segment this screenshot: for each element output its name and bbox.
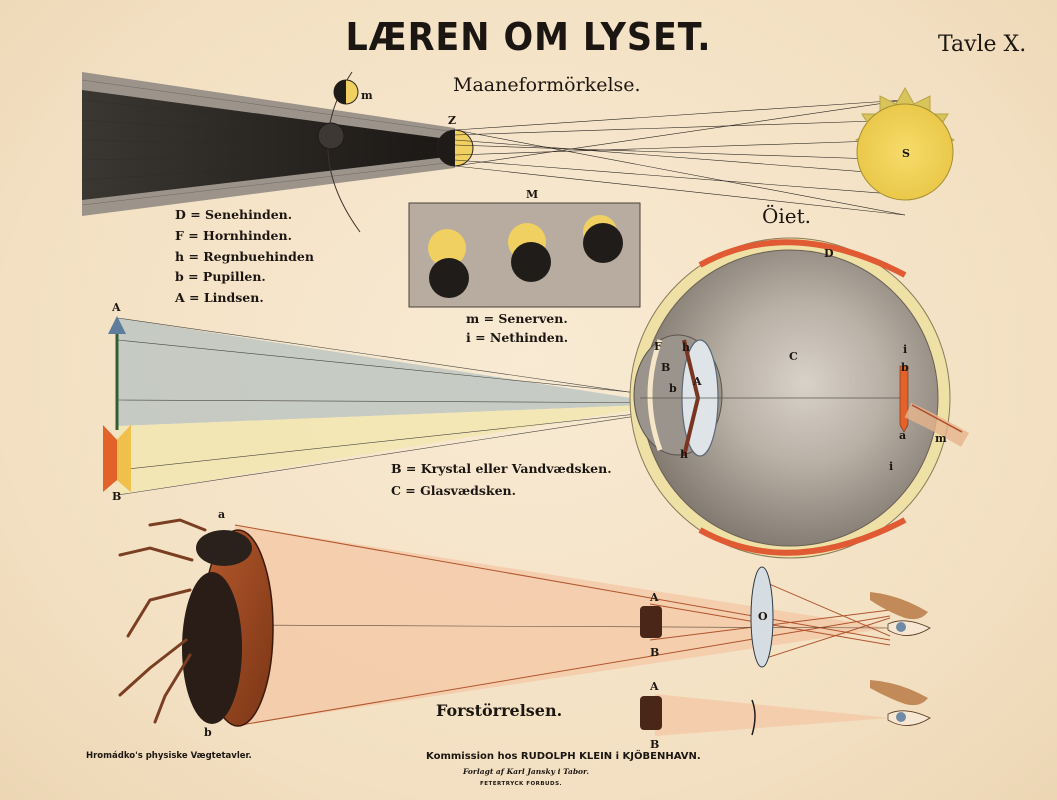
moon-top <box>333 79 359 105</box>
viewer-eye-top <box>870 592 931 636</box>
legend-left-1: D = Senehinden. <box>175 207 293 222</box>
eclipse-phases-box <box>408 202 641 308</box>
label-small-top-2: A <box>650 680 659 693</box>
plate-number: Tavle X. <box>938 32 1027 57</box>
legend-middle-1: m = Senerven. <box>466 311 568 326</box>
label-pupil: b <box>669 382 677 395</box>
magnification-heading: Forstörrelsen. <box>436 701 563 720</box>
label-sun: S <box>902 147 910 160</box>
legend-lower-1: B = Krystal eller Vandvædsken. <box>391 461 612 476</box>
label-arrow-top: A <box>112 301 121 314</box>
label-beetle-top: a <box>218 508 226 521</box>
label-convex-lens: O <box>758 610 768 623</box>
optic-nerve <box>904 402 970 447</box>
umbra <box>82 90 455 200</box>
label-small-bottom-1: B <box>650 646 660 659</box>
label-small-bottom-2: B <box>650 738 660 751</box>
footer-series: Hromádko's physiske Vægtetavler. <box>86 751 252 761</box>
eclipse-heading: Maaneformörkelse. <box>453 74 641 96</box>
label-beetle-bottom: b <box>204 726 212 739</box>
label-optic-nerve: m <box>935 432 947 445</box>
label-small-top-1: A <box>650 591 659 604</box>
legend-left-3: h = Regnbuehinden <box>175 249 314 264</box>
legend-middle-2: i = Nethinden. <box>466 330 569 345</box>
label-retina-bottom: i <box>889 460 894 473</box>
label-earth: Z <box>448 114 457 127</box>
magnification-diagram <box>118 518 931 736</box>
page-title: LÆREN OM LYSET. <box>345 15 712 59</box>
sun <box>855 86 955 201</box>
label-lens: A <box>693 375 702 388</box>
eye-heading: Öiet. <box>762 204 812 228</box>
label-moon: m <box>361 89 373 102</box>
convex-lens <box>750 566 774 668</box>
label-retina-top: i <box>903 343 908 356</box>
eclipse-diagram <box>81 71 955 233</box>
label-vitreous: C <box>789 350 798 363</box>
label-arrow-bottom: B <box>112 490 122 503</box>
label-phases: M <box>526 188 539 201</box>
viewer-eye-bottom <box>870 680 931 726</box>
legend-left-5: A = Lindsen. <box>175 290 264 305</box>
arrow-head <box>108 316 126 334</box>
label-iris-top: h <box>682 341 690 354</box>
legend-left-2: F = Hornhinden. <box>175 228 292 243</box>
label-aqueous: B <box>661 361 671 374</box>
moon-eclipsed <box>317 122 345 150</box>
footer-printer: FETERTRYCK FORBUDS. <box>480 781 563 787</box>
label-sclera: D <box>824 247 834 260</box>
eye-cross-section <box>629 237 970 559</box>
label-cornea: F <box>654 340 662 353</box>
legend-lower-2: C = Glasvædsken. <box>391 483 516 498</box>
small-beetle-2 <box>640 696 662 730</box>
beetle <box>118 518 274 727</box>
small-beetle-1 <box>640 606 662 638</box>
sun-rays <box>454 99 906 216</box>
footer-publisher: Forlagt af Karl Jansky i Tabor. <box>463 767 589 776</box>
earth <box>436 129 474 167</box>
label-image-top: b <box>901 361 909 374</box>
footer-commission: Kommission hos RUDOLPH KLEIN i KJÖBENHAV… <box>426 751 701 762</box>
label-iris-bottom: h <box>680 448 688 461</box>
label-image-bottom: a <box>899 429 907 442</box>
legend-left-4: b = Pupillen. <box>175 269 266 284</box>
